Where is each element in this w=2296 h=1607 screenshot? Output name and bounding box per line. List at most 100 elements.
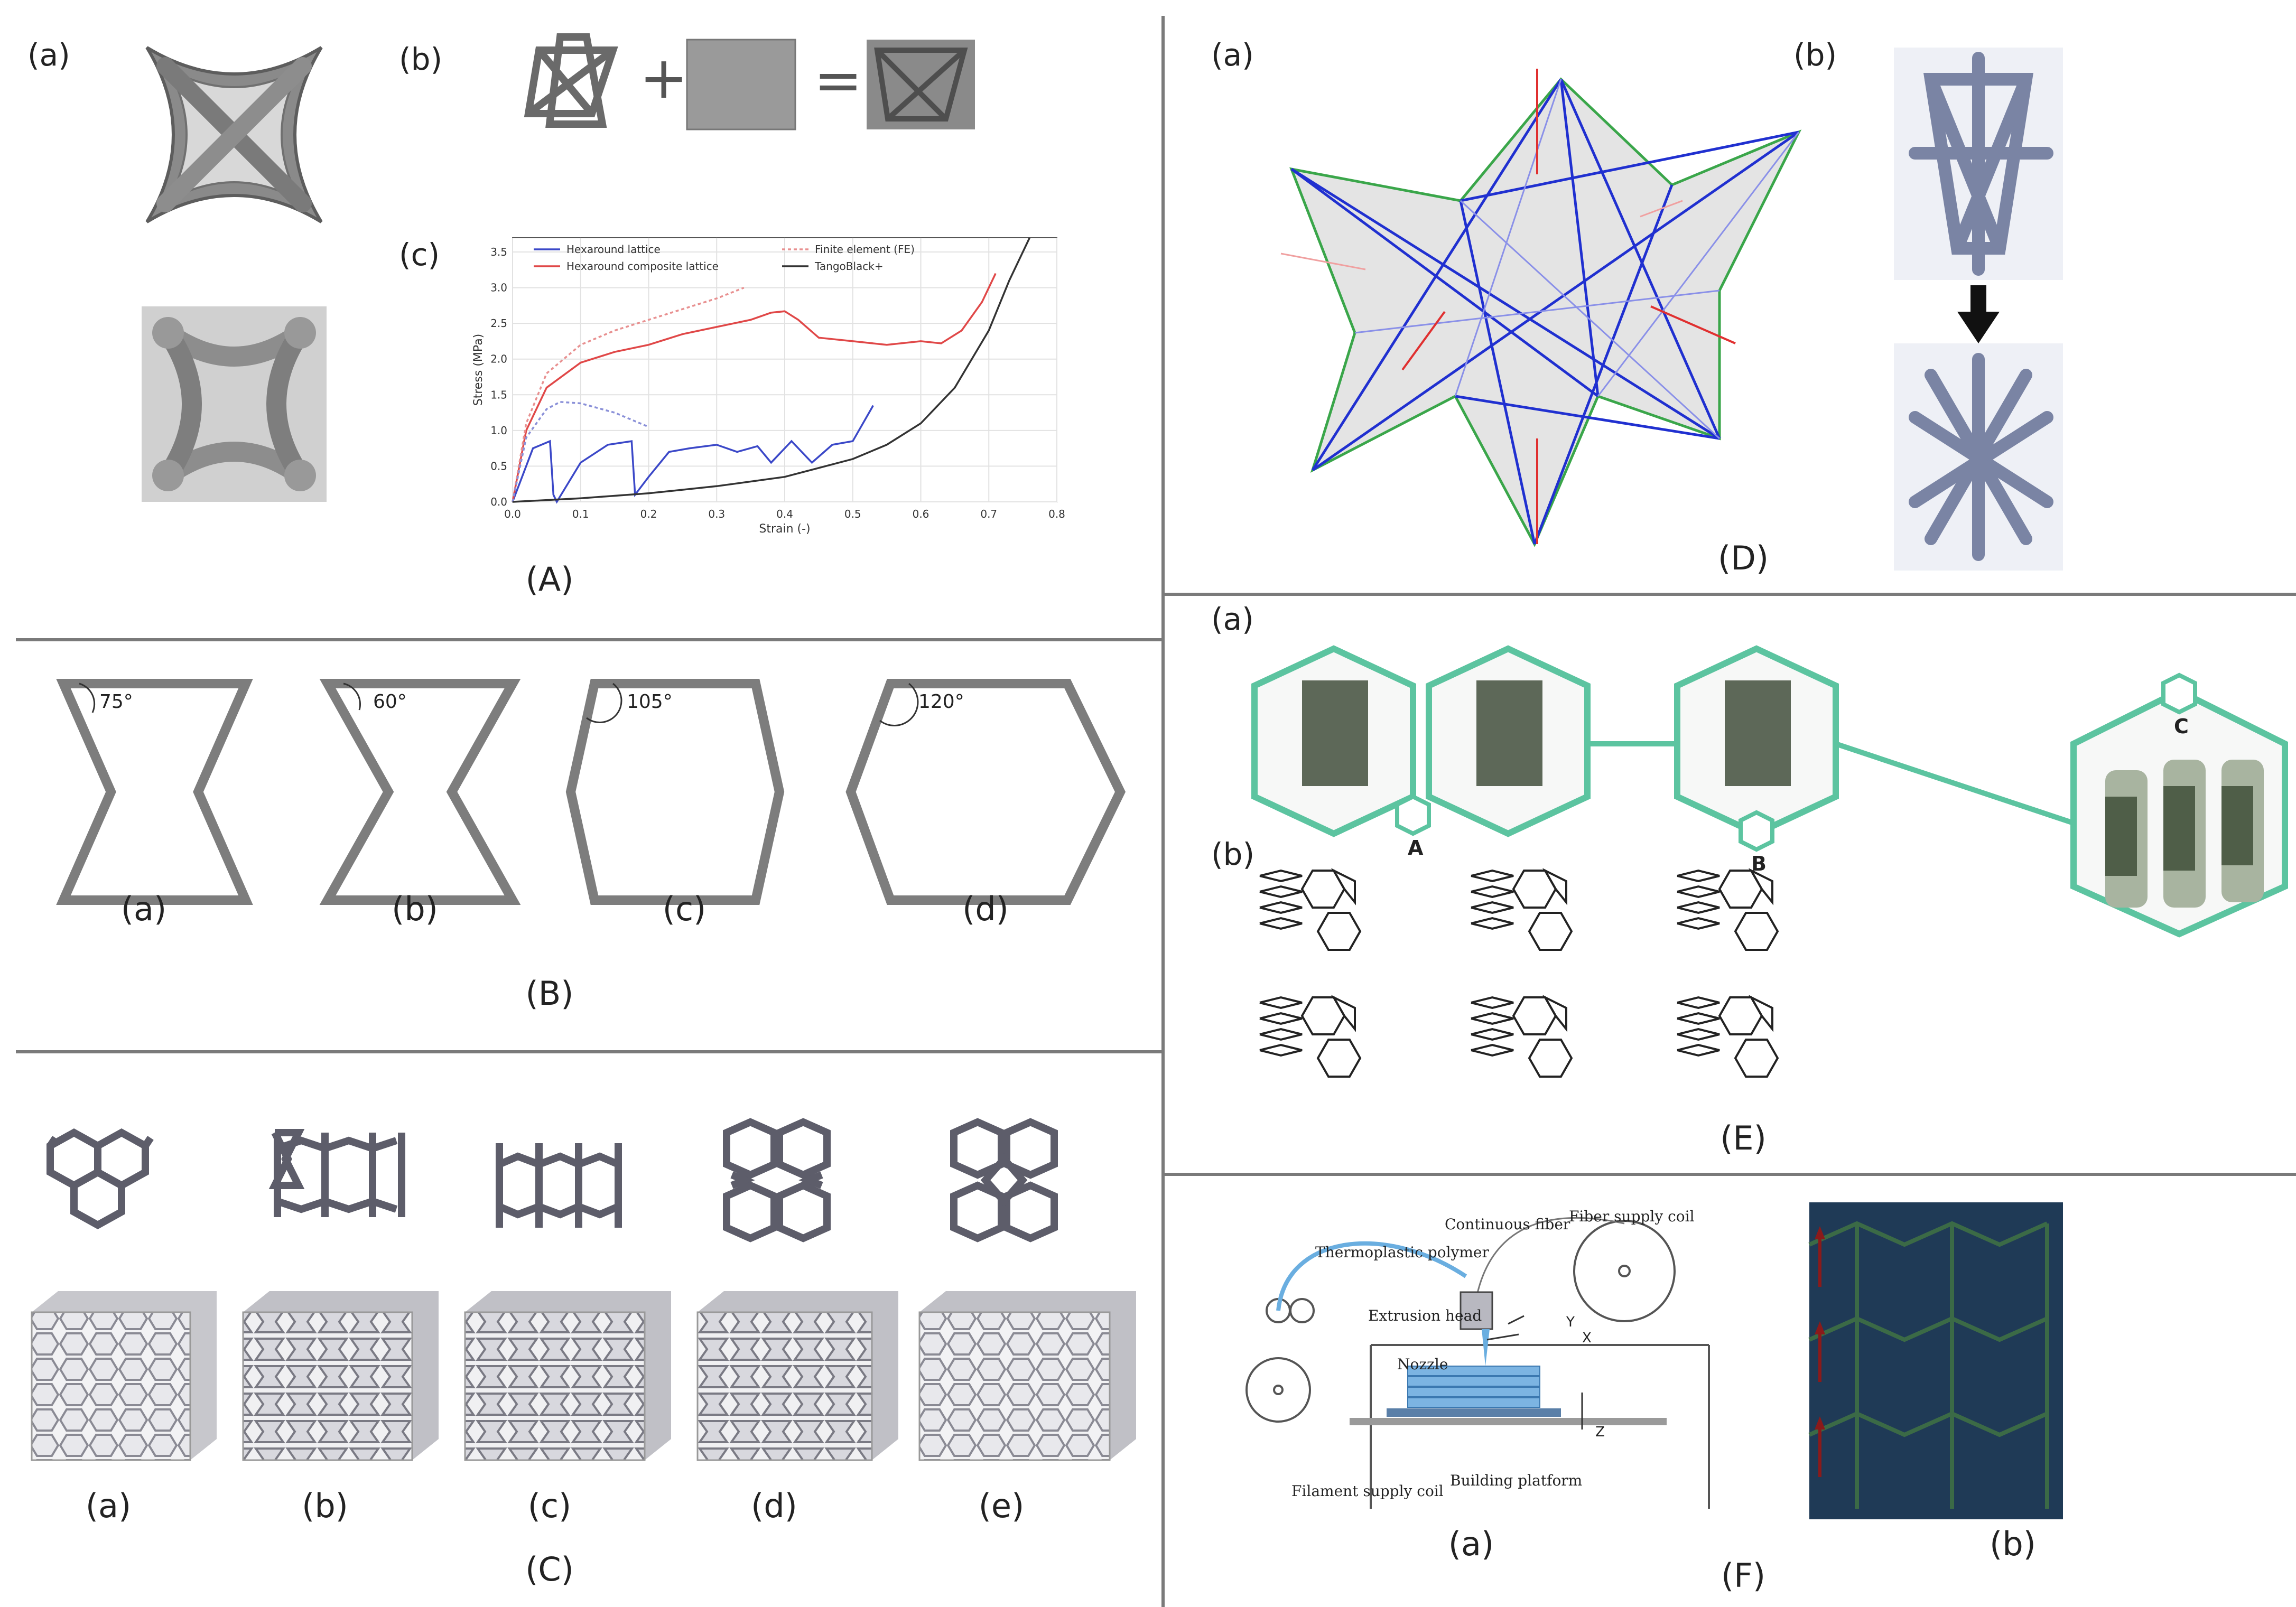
panel-B-sub-c: (c) [662, 890, 707, 928]
series-line-2 [512, 286, 745, 502]
divider-E-F [1165, 1173, 2296, 1176]
pattern-c [496, 1143, 622, 1228]
panel-C: (a) (b) (c) (d) (e) (C) [0, 1053, 1161, 1607]
lattice-unit-cell-render-bottom [142, 306, 327, 502]
legend-label: TangoBlack+ [814, 260, 884, 273]
block-e [918, 1291, 1136, 1461]
honeycomb-2d-patterns [47, 1118, 1058, 1242]
panel-D-sub-b: (b) [1793, 37, 1837, 73]
panel-C-sub-e: (e) [978, 1487, 1025, 1525]
divider-A-B [16, 638, 1161, 641]
panel-A-sub-b: (b) [399, 41, 443, 77]
angle-label-c: 105° [627, 691, 673, 713]
y-tick-label: 0.0 [490, 496, 507, 508]
legend-label: Hexaround lattice [566, 243, 661, 256]
axis-label-x: X [1582, 1330, 1592, 1346]
pattern-a [47, 1128, 154, 1230]
x-tick-label: 0.3 [708, 508, 725, 520]
panel-C-sub-d: (d) [751, 1487, 797, 1525]
panel-E-sub-a: (a) [1211, 601, 1254, 637]
label-nozzle: Nozzle [1397, 1356, 1448, 1373]
navy-reentrant-composite-render [1808, 1202, 2063, 1519]
hexagon-cell-120 [845, 679, 1126, 905]
down-arrow-icon [1957, 285, 2000, 343]
composite-equation: + = [524, 33, 975, 130]
x-tick-label: 0.5 [844, 508, 861, 520]
y-tick-label: 2.5 [490, 317, 507, 330]
panel-E-sub-b: (b) [1211, 836, 1255, 872]
panel-A-sub-a: (a) [27, 37, 70, 73]
panel-C-sub-b: (b) [302, 1487, 348, 1525]
panel-E: (a) (b) A B C [1165, 596, 2296, 1173]
badge-C: C [2174, 715, 2189, 738]
series-line-1 [512, 273, 997, 502]
lattice-unit-cell-render-top [145, 46, 323, 223]
implant-hexagon-gallery [1251, 645, 2288, 938]
series-line-3 [512, 401, 649, 502]
x-tick-label: 0.6 [913, 508, 929, 520]
label-extrusion-head: Extrusion head [1368, 1307, 1482, 1324]
panel-A-caption: (A) [525, 560, 574, 599]
angle-label-d: 120° [918, 691, 964, 713]
label-building-platform: Building platform [1450, 1472, 1583, 1489]
lattice-icon [524, 33, 618, 128]
panel-D: (a) (b) [1165, 0, 2296, 593]
legend-label: Hexaround composite lattice [566, 260, 719, 273]
panel-A-sub-c: (c) [399, 237, 440, 273]
matrix-cube [686, 39, 796, 130]
panel-F-sub-b: (b) [1990, 1525, 2036, 1563]
panel-B-caption: (B) [525, 974, 574, 1013]
block-d [696, 1291, 898, 1461]
pattern-d [723, 1118, 831, 1242]
panel-C-caption: (C) [525, 1550, 574, 1589]
panel-C-sub-c: (c) [527, 1487, 572, 1525]
unit-cell-outlines [56, 679, 1126, 905]
panel-D-caption: (D) [1717, 539, 1769, 577]
pattern-b [268, 1129, 405, 1217]
divider-B-C [16, 1050, 1161, 1053]
hexagon-cell-105 [565, 679, 785, 905]
panel-B: 75° 60° 105° 120° (a) (b) (c) (d) (B) [0, 641, 1161, 1050]
y-axis-label: Stress (MPa) [472, 334, 485, 406]
panel-F: Continuous fiber Fiber supply coil Therm… [1165, 1176, 2296, 1607]
star-lattice-3d-render [1894, 48, 2063, 571]
label-thermoplastic-polymer: Thermoplastic polymer [1315, 1244, 1489, 1261]
panel-B-sub-b: (b) [392, 890, 438, 928]
star-lattice-wireframe [1280, 69, 1802, 547]
panel-F-sub-a: (a) [1448, 1525, 1494, 1563]
block-b [242, 1291, 439, 1461]
continuous-fiber-printer-schematic [1245, 1217, 1710, 1509]
pattern-e [950, 1118, 1058, 1242]
x-tick-label: 0.8 [1048, 508, 1065, 520]
panel-B-sub-d: (d) [962, 890, 1009, 928]
graded-lattice-patterns [1259, 870, 1779, 1078]
x-tick-label: 0.0 [504, 508, 521, 520]
vertical-divider [1161, 16, 1165, 1607]
axis-label-z: Z [1595, 1424, 1605, 1440]
panel-F-caption: (F) [1721, 1556, 1766, 1595]
y-tick-label: 3.5 [490, 246, 507, 258]
reentrant-cell-75 [56, 679, 253, 905]
y-tick-label: 3.0 [490, 282, 507, 294]
label-filament-supply-coil: Filament supply coil [1291, 1482, 1444, 1500]
x-tick-label: 0.1 [572, 508, 589, 520]
panel-D-sub-a: (a) [1211, 37, 1254, 73]
x-tick-label: 0.7 [980, 508, 997, 520]
honeycomb-3d-blocks [31, 1291, 1136, 1461]
label-continuous-fiber: Continuous fiber [1445, 1216, 1570, 1233]
y-tick-label: 2.0 [490, 353, 507, 366]
series-line-0 [512, 405, 874, 504]
x-axis-label: Strain (-) [759, 522, 810, 536]
badge-A: A [1408, 836, 1424, 859]
block-a [31, 1291, 217, 1461]
y-tick-label: 1.0 [490, 424, 507, 437]
x-tick-label: 0.2 [640, 508, 657, 520]
divider-D-E [1165, 593, 2296, 596]
panel-A: (a) (b) (c) + = 0.0 0.1 0.2 0.3 0.4 [0, 0, 1161, 638]
equals-sign: = [814, 46, 862, 114]
panel-C-sub-a: (a) [85, 1487, 132, 1525]
legend-label: Finite element (FE) [815, 243, 915, 256]
x-tick-label: 0.4 [776, 508, 793, 520]
y-tick-label: 1.5 [490, 388, 507, 401]
